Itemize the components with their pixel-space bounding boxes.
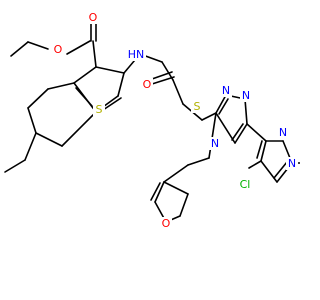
molecule-structure-diagram: O O S HN O S N N [4, 11, 300, 230]
bond [151, 76, 175, 85]
bond [61, 111, 97, 147]
bond [256, 140, 263, 159]
atom-label: O [162, 217, 171, 230]
bond [215, 94, 227, 114]
bond [10, 41, 29, 57]
atom-label: O [89, 11, 98, 24]
bond [244, 98, 248, 125]
atom-label: O [143, 78, 152, 91]
bond [248, 160, 262, 169]
bond [35, 132, 63, 147]
bond [75, 87, 93, 107]
bond [187, 157, 210, 166]
bond [172, 79, 184, 105]
atom-triazole-n1: N [220, 84, 232, 97]
bond [163, 164, 189, 183]
atom-label: N [242, 89, 250, 102]
atom-label: N [279, 126, 287, 139]
bond [179, 193, 189, 217]
bond [273, 161, 288, 179]
atom-furan-o: O [160, 217, 172, 230]
atom-thioether-s: S [191, 100, 203, 113]
bond [151, 71, 173, 80]
atom-label: N [211, 137, 219, 150]
bond [95, 66, 125, 74]
atom-ester-o-bridge: O [52, 43, 64, 56]
bond-lines [4, 22, 300, 223]
atom-triazole-n4: N [209, 137, 221, 150]
bond [117, 72, 125, 97]
atom-label: S [96, 103, 103, 116]
atom-thiophene-s: S [93, 103, 105, 116]
bond [208, 112, 217, 159]
bond [24, 132, 37, 161]
bond [66, 40, 91, 55]
atom-amide-o: O [141, 78, 153, 91]
bond [215, 112, 236, 144]
bond [47, 82, 75, 90]
bond [246, 123, 267, 142]
bond [27, 41, 49, 50]
atom-amide-nh: HN [126, 48, 146, 61]
atom-ester-o-top: O [87, 11, 99, 24]
bond [260, 140, 267, 162]
bond [218, 98, 229, 115]
bond [150, 182, 161, 201]
atom-label: N [222, 84, 230, 97]
bond [161, 61, 174, 81]
atom-triazole-n2: N [240, 89, 252, 102]
atom-label: HN [128, 48, 145, 61]
bond [27, 107, 37, 134]
atom-pyrazole-n1: N [286, 157, 298, 170]
bond [154, 181, 165, 203]
atom-chloro: Cl [236, 178, 254, 191]
atom-label: N [288, 157, 296, 170]
atom-labels: O O S HN O S N N [52, 11, 298, 230]
bond [92, 40, 97, 68]
atom-label: O [54, 43, 63, 56]
atom-label: Cl [240, 178, 251, 191]
bond [201, 112, 217, 121]
bond [27, 88, 49, 109]
bond [231, 123, 244, 141]
atom-pyrazole-n2: N [277, 126, 289, 139]
atom-label: S [194, 100, 201, 113]
bond [234, 123, 248, 144]
bond [73, 66, 97, 84]
bond [4, 159, 26, 173]
bond [260, 160, 278, 183]
bond [163, 181, 189, 195]
